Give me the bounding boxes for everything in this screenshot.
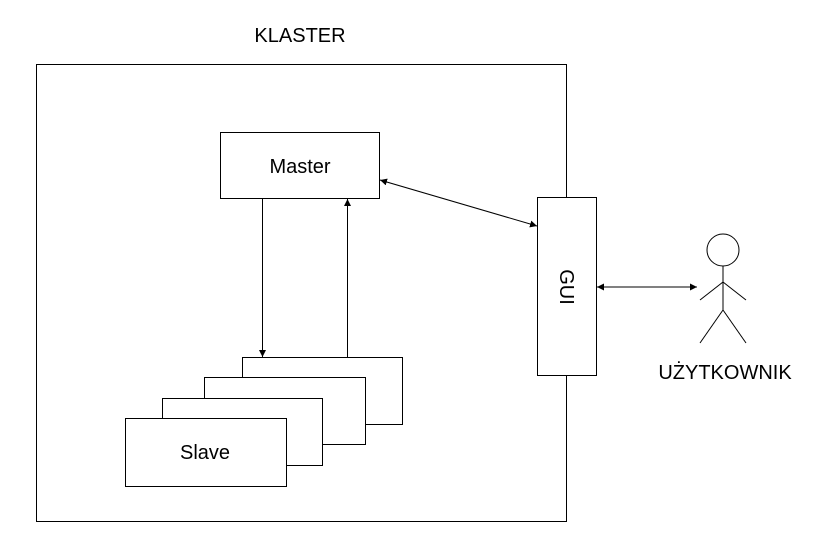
- gui-label: GUI: [555, 269, 577, 305]
- slave-box: [125, 418, 287, 487]
- master-label: Master: [269, 156, 330, 178]
- cluster-label: KLASTER: [254, 25, 345, 47]
- gui-box: [537, 197, 597, 376]
- master-box: [220, 132, 380, 199]
- user-label: UŻYTKOWNIK: [658, 361, 792, 384]
- slave-label: Slave: [180, 442, 230, 464]
- stick-figure-icon: [699, 233, 747, 344]
- master-gui-arrow: [379, 178, 538, 228]
